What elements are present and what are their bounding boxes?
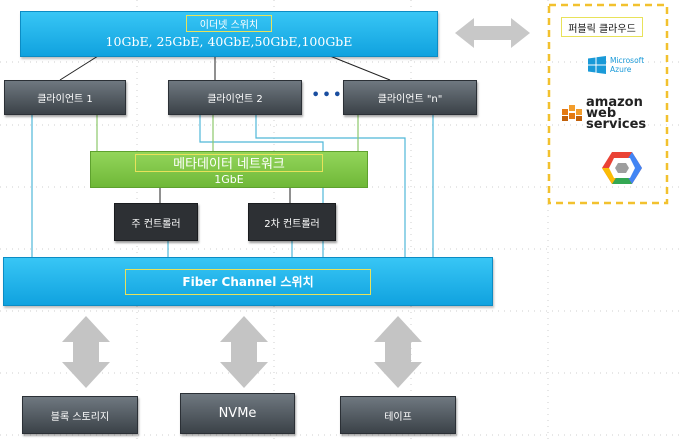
clients-ellipsis: • • • <box>311 88 342 103</box>
block-storage-label: 블록 스토리지 <box>50 411 110 423</box>
public-cloud-title: 퍼블릭 클라우드 <box>568 23 636 35</box>
client-1: 클라이언트 1 <box>4 80 126 115</box>
nvme-storage: NVMe <box>180 393 295 434</box>
fiber-channel-switch: Fiber Channel 스위치 <box>3 257 493 306</box>
ethernet-links <box>59 55 391 81</box>
ethernet-switch-title: 이더넷 스위치 <box>199 20 259 31</box>
metadata-network-title: 메타데이터 네트워크 <box>173 157 285 172</box>
secondary-controller-label: 2차 컨트롤러 <box>264 218 320 230</box>
metadata-network-title-box: 메타데이터 네트워크 <box>135 153 323 172</box>
google-cloud-icon <box>602 150 642 186</box>
ethernet-switch-title-box: 이더넷 스위치 <box>186 15 272 32</box>
ethernet-switch-speeds: 10GbE, 25GbE, 40GbE,50GbE,100GbE <box>105 34 353 49</box>
fiber-channel-switch-label-box: Fiber Channel 스위치 <box>125 268 371 295</box>
client-2: 클라이언트 2 <box>168 80 302 115</box>
client-n-label: 클라이언트 "n" <box>377 94 443 105</box>
metadata-network: 메타데이터 네트워크 1GbE <box>90 151 368 188</box>
metadata-network-speed: 1GbE <box>214 172 244 186</box>
nvme-storage-label: NVMe <box>218 406 257 421</box>
client-1-label: 클라이언트 1 <box>37 94 93 105</box>
tape-storage: 테이프 <box>340 396 456 434</box>
azure-windows-icon <box>588 56 606 74</box>
fiber-links <box>31 115 434 257</box>
storage-arrows <box>62 316 422 388</box>
client-n: 클라이언트 "n" <box>343 80 477 115</box>
controller-links <box>159 188 291 203</box>
primary-controller: 주 컨트롤러 <box>114 203 198 241</box>
block-storage: 블록 스토리지 <box>22 396 138 434</box>
aws-logo: amazon web services <box>561 94 667 132</box>
primary-controller-label: 주 컨트롤러 <box>131 218 181 230</box>
client-2-label: 클라이언트 2 <box>207 94 263 105</box>
public-cloud-title-box: 퍼블릭 클라우드 <box>561 17 643 37</box>
azure-logo-text: Microsoft Azure <box>610 56 645 74</box>
fiber-channel-switch-label: Fiber Channel 스위치 <box>182 275 314 289</box>
tape-storage-label: 테이프 <box>384 411 412 423</box>
secondary-controller: 2차 컨트롤러 <box>248 203 336 241</box>
public-cloud-frame <box>547 3 669 205</box>
ethernet-switch: 이더넷 스위치 10GbE, 25GbE, 40GbE,50GbE,100GbE <box>20 11 438 57</box>
metadata-links <box>96 115 359 151</box>
azure-logo: Microsoft Azure <box>588 52 658 78</box>
cloud-double-arrow <box>455 18 530 48</box>
aws-cubes-icon <box>562 105 582 121</box>
aws-logo-text: amazon web services <box>586 94 647 132</box>
